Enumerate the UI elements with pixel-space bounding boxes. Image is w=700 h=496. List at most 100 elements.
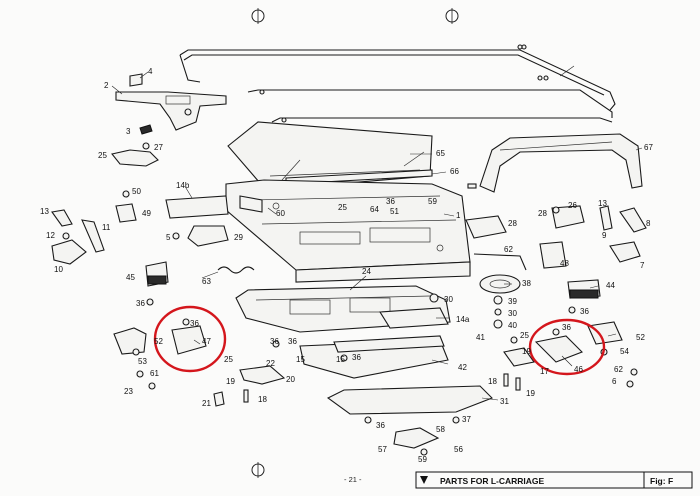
title-block [415,471,693,489]
part-65-handle [479,133,643,193]
part-14b-bracket [165,195,229,219]
figure-label: Fig: F [650,476,673,486]
callout-55: 58 [436,425,445,434]
callout-43: 45 [126,273,135,282]
callout-52-b: 54 [620,347,629,356]
callout-63: 65 [436,149,445,158]
callout-38: 39 [508,297,517,306]
part-7-8-9-levers [599,205,647,263]
callout-36-b: 36 [386,197,395,206]
callout-59-a: 61 [150,369,159,378]
callout-31: 28 [508,219,517,228]
part-1-carriage-body [225,179,471,283]
callout-36-h: 36 [562,323,571,332]
callout-14a: 14a [456,315,470,324]
part-28-bracket [539,205,585,269]
callout-32: 29 [234,233,243,242]
callout-49: 51 [390,207,399,216]
part-42-brush-block [567,279,601,299]
callout-47: 49 [142,209,151,218]
part-37-gear [479,274,521,294]
callout-59-b: 62 [614,365,623,374]
callout-36-g: 36 [352,353,361,362]
callout-19-b: 19 [526,389,535,398]
callout-30: 27 [154,143,163,152]
part-21-lever [239,365,286,385]
part-56-screw [420,448,428,456]
callout-56: 59 [418,455,427,464]
leader-lines [111,65,643,401]
callout-6: 6 [612,377,617,386]
callout-26: 24 [362,267,371,276]
callout-46: 48 [560,259,569,268]
callout-15-a: 15 [296,355,305,364]
part-11-13-levers [51,209,105,265]
callout-61: 63 [202,277,211,286]
callout-12: 12 [46,231,55,240]
footer: - 21 - PARTS FOR L-CARRIAGE Fig: F [344,471,693,489]
part-35-bottom-rail [326,385,493,415]
callout-15-b: 15 [336,355,345,364]
callout-1: 1 [456,211,461,220]
callout-60: 62 [504,245,513,254]
callout-25-b: 25 [520,331,529,340]
part-22-pin [213,391,225,407]
callout-2: 2 [104,81,109,90]
callout-23: 23 [124,387,133,396]
callout-36-i: 36 [376,421,385,430]
highlight-oval-left [153,305,227,373]
callout-29: 25 [98,151,107,160]
part-66-pin [467,183,477,189]
callout-19: 19 [226,377,235,386]
part-2-bracket [115,73,227,131]
callout-17: 17 [540,367,549,376]
callout-48: 50 [132,187,141,196]
callout-41: 42 [458,363,467,372]
part-18-pin [243,389,249,403]
callout-65: 67 [644,143,653,152]
callout-3: 3 [126,127,131,136]
part-5-screw [172,232,180,240]
part-3-spring [139,124,153,135]
part-19-right-pin [515,377,521,391]
callout-labels: 4 2 3 27 25 65 66 67 14b 50 49 13 11 12 … [40,67,653,464]
callout-18: 18 [258,395,267,404]
page-number: - 21 - [344,475,362,484]
callout-42: 44 [606,281,615,290]
callout-52-a: 53 [138,357,147,366]
callout-21: 20 [286,375,295,384]
callout-34: 30 [508,309,517,318]
callout-22: 21 [202,399,211,408]
callout-25: 25 [224,355,233,364]
callout-50: 52 [636,333,645,342]
callout-10: 10 [54,265,63,274]
callout-54: 57 [378,445,387,454]
part-60-lever [473,253,527,271]
callout-64: 66 [450,167,459,176]
part-51-block-left [113,318,207,355]
diagram-title: PARTS FOR L-CARRIAGE [440,476,545,486]
callout-62: 64 [370,205,379,214]
callout-20: 19 [522,347,531,356]
part-43-brush-block [145,261,169,287]
callout-58: 60 [276,209,285,218]
part-39-nut [493,319,503,329]
binder-punch-marks [251,8,459,478]
part-44-block-right [534,321,623,363]
callout-53: 56 [454,445,463,454]
callout-27: 25 [338,203,347,212]
callout-18-b: 18 [488,377,497,386]
callout-5: 5 [166,233,171,242]
callout-4: 4 [148,67,153,76]
part-32-plate [187,225,229,247]
callout-51: 52 [154,337,163,346]
highlight-oval-right [528,318,606,376]
callout-13: 13 [40,207,49,216]
callout-30-b: 28 [538,209,547,218]
callout-44: 46 [574,365,583,374]
callout-13-b: 13 [598,199,607,208]
callout-45: 47 [202,337,211,346]
callout-7: 7 [640,261,645,270]
